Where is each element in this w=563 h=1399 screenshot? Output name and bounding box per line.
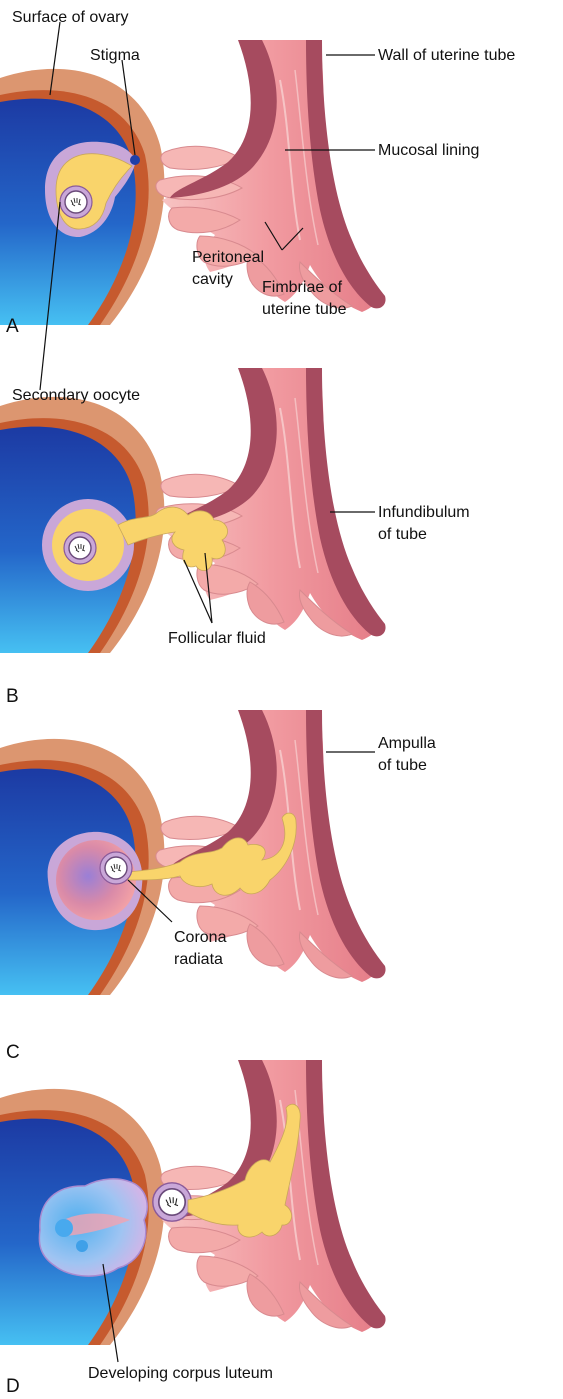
panel-letter-a: A — [6, 316, 19, 337]
label-peritoneal-cavity-line2: cavity — [192, 271, 233, 288]
label-corona-line1: Corona — [174, 929, 227, 946]
label-infundibulum-line2: of tube — [378, 526, 427, 543]
stigma-point — [130, 155, 140, 165]
label-fimbriae-line1: Fimbriae of — [262, 279, 343, 296]
label-ampulla-line1: Ampulla — [378, 735, 436, 752]
label-wall-of-uterine-tube: Wall of uterine tube — [378, 47, 515, 64]
panel-b: Secondary oocyte Infundibulum of tube Fo… — [0, 368, 470, 707]
label-follicular-fluid: Follicular fluid — [168, 630, 266, 647]
label-developing-corpus-luteum: Developing corpus luteum — [88, 1365, 273, 1382]
label-ampulla-line2: of tube — [378, 757, 427, 774]
label-peritoneal-cavity-line1: Peritoneal — [192, 249, 264, 266]
label-secondary-oocyte: Secondary oocyte — [12, 387, 140, 404]
panel-a: Surface of ovary Stigma Wall of uterine … — [0, 9, 515, 390]
corpus-luteum — [39, 1179, 147, 1276]
label-fimbriae-line2: uterine tube — [262, 301, 347, 318]
label-mucosal-lining: Mucosal lining — [378, 142, 479, 159]
panel-d: Developing corpus luteum D — [0, 1060, 386, 1394]
label-stigma: Stigma — [90, 47, 140, 64]
label-infundibulum-line1: Infundibulum — [378, 504, 470, 521]
panel-letter-c: C — [6, 1042, 20, 1063]
panel-letter-d: D — [6, 1376, 20, 1394]
label-surface-of-ovary: Surface of ovary — [12, 9, 129, 26]
label-corona-line2: radiata — [174, 951, 223, 968]
panel-c: Ampulla of tube Corona radiata C — [0, 710, 436, 1063]
panel-letter-b: B — [6, 686, 19, 707]
